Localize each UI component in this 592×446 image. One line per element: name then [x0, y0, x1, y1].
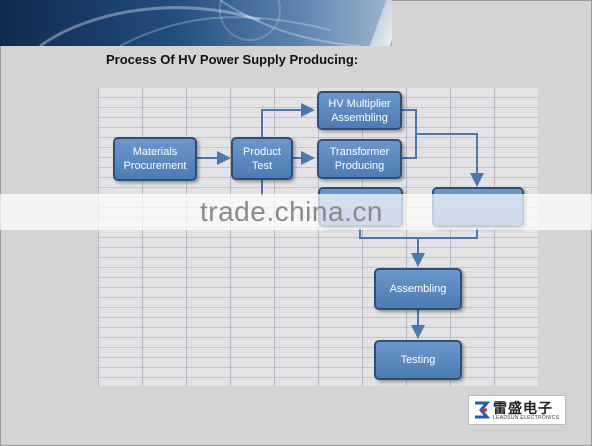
logo-chinese-text: 雷盛电子 — [493, 400, 553, 416]
leadsun-logo-icon — [475, 401, 490, 419]
connector-hv-right — [402, 109, 484, 187]
logo-english-text: LEADSUN ELECTRONICS — [493, 415, 560, 421]
watermark-text: trade.china.cn — [200, 196, 383, 227]
box-assembling: Assembling — [374, 268, 462, 310]
box-testing: Testing — [374, 340, 462, 380]
box-materials-procurement: Materials Procurement — [113, 137, 197, 181]
banner-swirl-graphic — [39, 0, 361, 46]
box-transformer-producing: Transformer Producing — [317, 139, 402, 179]
box-product-test: Product Test — [231, 137, 293, 180]
watermark-band — [0, 194, 592, 230]
box-hv-multiplier-assembling: HV Multiplier Assembling — [317, 91, 402, 130]
company-logo: 雷盛电子 LEADSUN ELECTRONICS — [468, 395, 566, 425]
arrow-test-to-hv — [261, 103, 315, 138]
header-banner — [0, 0, 392, 46]
page-title: Process Of HV Power Supply Producing: — [106, 52, 359, 67]
connector-transformer-right — [402, 134, 417, 159]
